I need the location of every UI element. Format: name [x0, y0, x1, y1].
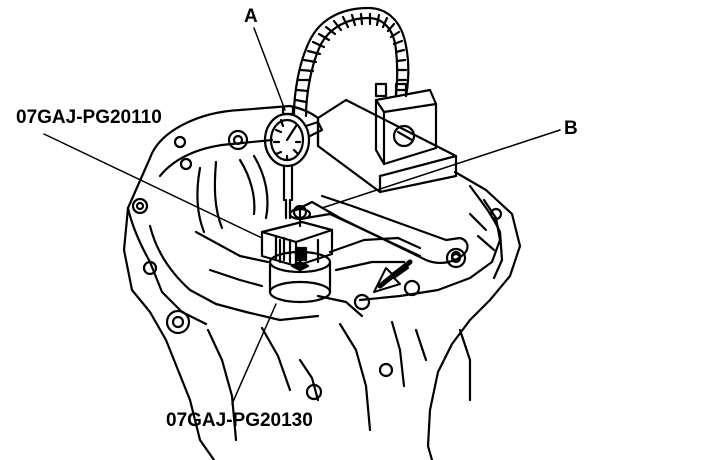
- leader-tool-upper: [43, 133, 263, 239]
- tool-label-upper: 07GAJ-PG20110: [16, 107, 162, 128]
- mounting-block: [260, 220, 334, 268]
- leader-lines: [43, 27, 561, 405]
- tool-label-lower: 07GAJ-PG20130: [166, 410, 313, 431]
- leader-b: [321, 129, 561, 209]
- shaft-attachment: [268, 238, 332, 304]
- lever-arm: [292, 194, 469, 264]
- leader-tool-lower: [231, 303, 277, 405]
- dial-indicator: [263, 106, 324, 228]
- callout-b: B: [564, 118, 578, 139]
- magnetic-base: [316, 82, 458, 194]
- flexible-arm: [292, 6, 410, 118]
- leader-a: [253, 27, 286, 111]
- direction-arrow: [373, 259, 413, 293]
- transmission-case: [122, 104, 522, 460]
- callout-a: A: [244, 6, 258, 27]
